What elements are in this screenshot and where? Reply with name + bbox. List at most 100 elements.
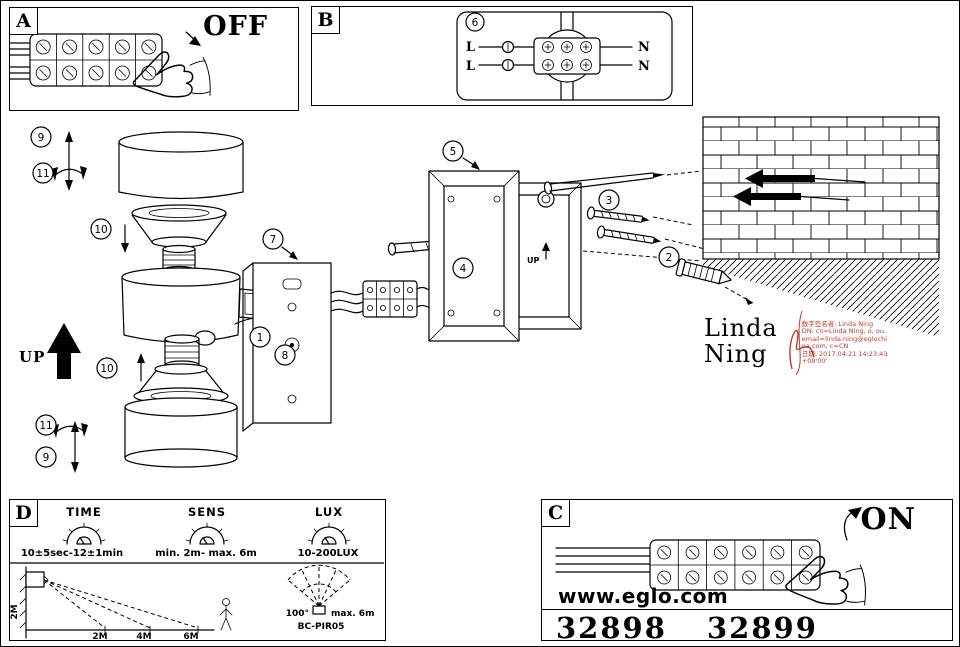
sens-dial: SENS min. 2m- max. 6m [155,505,257,559]
callout-5: 5 [442,140,480,170]
mounting-direction-arrows [733,169,866,206]
stamp-line: 数字签名者: Linda Ning [801,320,874,328]
svg-text:4: 4 [460,263,467,275]
svg-text:9: 9 [43,452,50,464]
callout-3: 3 [598,189,620,211]
panel-a-drawing [10,31,211,98]
vertical-adjust-arrow-top [65,131,73,191]
terminal-l-bottom: L [466,59,475,74]
signature-block: Linda Ning 数字签名者: Linda Ning DN: cn=Lind… [704,314,956,368]
panel-a-label: A [10,8,38,35]
callout-11-bottom: 11 [35,414,57,436]
panel-d-drawing: TIME 10±5sec-12±1min SENS min. 2m- max. … [10,505,384,639]
mark-4m: 4M [136,632,151,639]
callout-1: 1 [249,326,271,348]
lux-dial: LUX 10-200LUX [298,505,359,559]
panel-b-label: B [312,7,340,34]
up-arrow [47,323,81,379]
lamp-trim-ring-top [131,204,227,248]
panel-d-label: D [10,500,38,527]
screw-a [586,206,650,223]
earth-terminals [501,40,515,72]
callout-9-top: 9 [30,126,52,148]
detection-angle-label: 100° [286,609,309,619]
svg-text:11: 11 [39,420,52,432]
on-label: ON [860,502,916,537]
frame-up-label: UP [527,256,539,265]
vertical-adjust-arrow-bottom [71,421,79,473]
insert-arrow-top [121,224,129,253]
svg-text:10-200LUX: 10-200LUX [298,548,359,559]
panel-c-drawing [555,507,866,606]
rotate-arrow-bottom [52,423,88,438]
svg-text:7: 7 [270,234,277,246]
panel-b-drawing: 6 L L N N [456,11,673,101]
svg-text:TIME: TIME [66,505,101,519]
insert-arrow-bottom [137,353,145,382]
model-numbers: 32898 32899 [556,611,818,645]
callout-8: 8 [274,344,296,366]
detection-range-label: max. 6m [331,609,374,619]
callout-11-top: 11 [32,162,54,184]
anchor-leader [724,286,754,304]
svg-text:9: 9 [38,132,45,144]
wall-anchor [675,258,732,285]
svg-text:SENS: SENS [188,505,226,519]
svg-text:10: 10 [94,224,107,236]
svg-text:10±5sec-12±1min: 10±5sec-12±1min [21,548,123,559]
callout-4: 4 [452,257,474,279]
detection-top-view: 100° max. 6m BC-PIR05 [286,564,374,632]
terminal-strip-a [29,33,163,87]
range-side-view: 2M 4M 6M 2M [10,566,233,639]
svg-text:11: 11 [36,168,49,180]
stamp-line: DN: cn=Linda Ning, o, ou, [801,327,887,336]
wires-and-connector [330,280,444,318]
panel-a: A OFF [9,7,299,111]
terminal-n-bottom: N [638,59,650,74]
callout-7: 7 [262,228,298,260]
hand-c [785,555,866,606]
cable-a [10,42,31,80]
panel-d: D TIME 10±5sec-12±1min SENS min. 2m- max… [9,499,386,641]
svg-text:5: 5 [450,146,457,158]
stamp-line: +08'00' [801,357,828,366]
time-dial: TIME 10±5sec-12±1min [21,505,123,559]
callout-10-bottom: 10 [96,357,118,379]
svg-text:6: 6 [472,17,479,29]
screw-b [596,225,662,244]
cable-c [555,547,651,573]
digital-signature-stamp: 数字签名者: Linda Ning DN: cn=Linda Ning, o, … [802,316,888,368]
sensor-icon [312,605,326,615]
mark-6m: 6M [183,632,198,639]
callout-6: 6 [465,12,485,32]
top-screw [543,170,702,195]
svg-text:1: 1 [257,332,264,344]
wiring-lines [478,46,633,66]
panel-c-label: C [542,500,570,527]
terminal-block-b [533,37,601,75]
callout-10-top: 10 [90,218,112,240]
stamp-line: email=linda.ning@eglochi [801,334,888,343]
panel-c: C ON www.eglo.com 32898 32899 [541,499,953,645]
terminal-n-top: N [638,40,650,55]
mount-height-label: 2M [10,604,20,619]
screw-a-leader [652,216,694,226]
up-label: UP [19,348,45,366]
off-label: OFF [203,11,268,42]
mounting-frame-front [428,170,520,342]
stamp-line: 日期: 2017.04.21 14:23:43 [801,349,888,358]
signer-name-line1: Linda [704,314,778,342]
lamp-top-housing [118,131,244,200]
panel-c-divider [542,609,952,610]
hand-a [132,51,211,98]
on-arrow [843,507,862,541]
terminal-strip-c [649,539,821,591]
callout-9-bottom: 9 [35,446,57,468]
svg-text:min. 2m- max. 6m: min. 2m- max. 6m [155,548,257,559]
brick-wall [702,116,940,337]
terminal-l-top: L [466,40,475,55]
signer-name-line2: Ning [704,339,768,368]
svg-text:8: 8 [282,350,289,362]
callout-2: 2 [658,246,680,268]
svg-text:3: 3 [606,195,613,207]
